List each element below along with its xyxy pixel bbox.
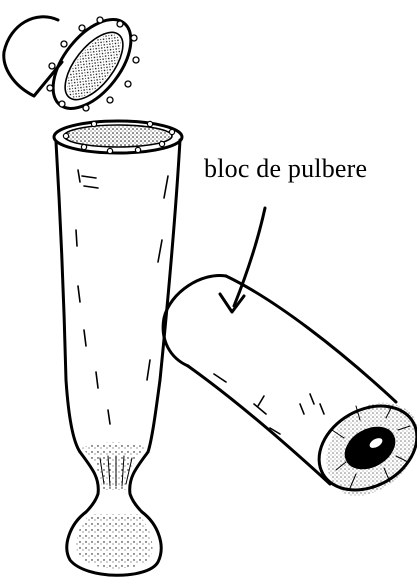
bottom-bulb-texture: [76, 514, 152, 569]
block-bottom-edge: [188, 366, 330, 484]
annotation-arrow: [220, 208, 265, 312]
body-rim-mesh: [66, 126, 170, 146]
lid: [4, 6, 146, 122]
block-back-end: [163, 275, 226, 366]
body-shading: [76, 170, 168, 424]
body-left-side: [56, 142, 80, 452]
lid-mesh: [57, 26, 131, 107]
powder-block: [163, 275, 417, 506]
arrow-shaft: [234, 208, 265, 306]
arrow-head: [220, 294, 244, 312]
cartridge-body: [54, 121, 182, 575]
powder-block-label: bloc de pulbere: [204, 154, 367, 184]
block-top-edge: [226, 276, 396, 402]
block-shading: [214, 374, 324, 434]
